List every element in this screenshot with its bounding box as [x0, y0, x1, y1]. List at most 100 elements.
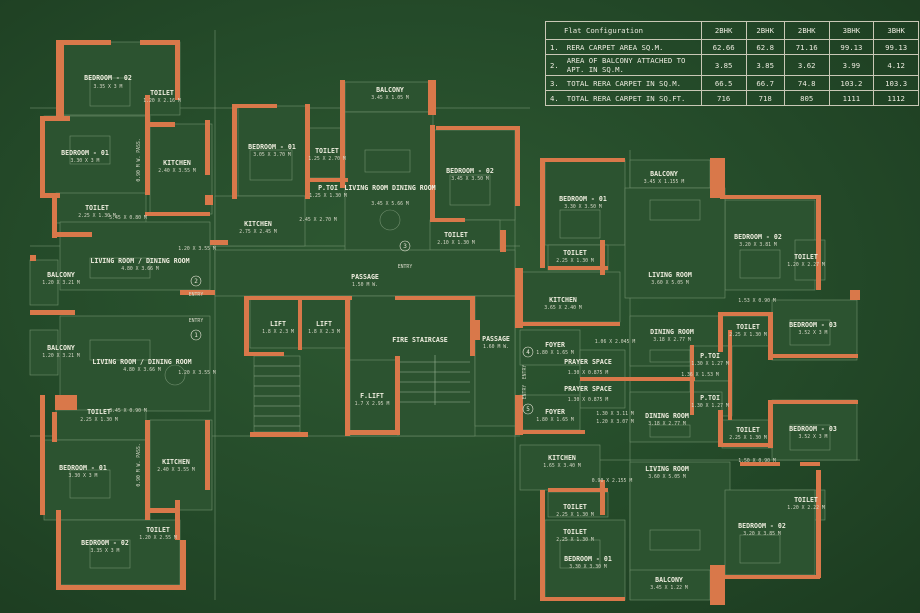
table-header-row: Flat Configuration 2BHK 2BHK 2BHK 3BHK 3… [545, 21, 919, 40]
row-number: 4. [544, 90, 563, 106]
table-cell: 99.13 [828, 39, 875, 55]
unit-marker-circle [522, 346, 534, 358]
room-dim: 2.75 X 2.45 M [239, 229, 277, 235]
unit-marker-number: 4 [526, 349, 530, 356]
room-label: KITCHEN [549, 296, 577, 304]
dimension-label: 1.50 X 0.90 M [738, 458, 776, 464]
dimension-label: 1.20 X 3.55 M [178, 370, 216, 376]
room-dim: 2.25 X 1.30 M [80, 417, 118, 423]
table-cell: 103.2 [828, 75, 875, 91]
room-dim: 1.30 X 1.27 M [691, 361, 729, 367]
room-label: BALCONY [376, 86, 404, 94]
unit-marker-circle [522, 403, 534, 415]
room-label: DINING ROOM [650, 328, 694, 336]
room-label: BEDROOM - 01 [61, 149, 109, 157]
room-dim: 1.65 X 3.40 M [543, 463, 581, 469]
table-header-cell: 2BHK [745, 21, 785, 40]
room-label: BEDROOM - 01 [564, 555, 612, 563]
room-label: LIFT [270, 320, 286, 328]
table-row: 1. RERA CARPET AREA SQ.M. 62.66 62.8 71.… [544, 39, 919, 55]
unit-marker-circle [190, 329, 202, 341]
room-label: DINING ROOM [645, 412, 689, 420]
room-label: BEDROOM - 02 [738, 522, 786, 530]
room-label: P.TOI [700, 352, 720, 360]
room-label: LIVING ROOM DINING ROOM [344, 184, 435, 192]
room-dim: 3.45 X 1.155 M [644, 179, 685, 185]
room-label: PASSAGE [482, 335, 510, 343]
dimension-labels: 5.45 X 0.80 M 1.20 X 3.55 M 3.45 X 0.90 … [109, 138, 776, 486]
room-label: BEDROOM - 03 [789, 425, 837, 433]
table-cell: 99.13 [873, 39, 919, 55]
room-label: KITCHEN [163, 159, 191, 167]
flat-configuration-table: Flat Configuration 2BHK 2BHK 2BHK 3BHK 3… [544, 21, 919, 106]
room-label: BEDROOM - 01 [59, 464, 107, 472]
room-label: FOYER [545, 341, 565, 349]
room-fills [29, 41, 858, 601]
room-label: TOILET [736, 426, 760, 434]
table-header-cell: 3BHK [828, 21, 875, 40]
room-dim: 1.50 M W. [352, 282, 378, 288]
unit-marker-circle [399, 240, 411, 252]
room-label: LIVING ROOM / DINING ROOM [90, 257, 189, 265]
unit-marker-number: 3 [403, 243, 407, 250]
table-cell: 1111 [828, 90, 875, 106]
dimension-label: 5.45 X 0.80 M [109, 215, 147, 221]
table-header-cell: 2BHK [700, 21, 747, 40]
entry-label: ENTRY [522, 385, 528, 400]
room-label: LIVING ROOM [645, 465, 689, 473]
entry-label: ENTRY [398, 264, 413, 270]
row-number: 3. [544, 75, 563, 91]
room-label: TOILET [794, 253, 818, 261]
room-dim: 1.25 X 1.30 M [309, 193, 347, 199]
room-label: TOILET [315, 147, 339, 155]
room-dim: 3.05 X 3.70 M [253, 152, 291, 158]
table-cell: 71.16 [783, 39, 830, 55]
table-header-cell: 2BHK [783, 21, 830, 40]
table-cell: 1112 [873, 90, 919, 106]
table-cell: 62.66 [700, 39, 747, 55]
room-label: TOILET [87, 408, 111, 416]
table-cell: 716 [700, 90, 747, 106]
table-header-cell: 3BHK [873, 21, 919, 40]
room-label: BALCONY [47, 344, 75, 352]
entry-label: ENTRY [189, 292, 204, 298]
room-dim: 2.25 X 1.30 M [78, 213, 116, 219]
table-cell: 4.12 [873, 54, 919, 76]
table-cell: 66.5 [700, 75, 747, 91]
table-cell: 74.8 [783, 75, 830, 91]
table-cell: 3.85 [745, 54, 785, 76]
room-label: TOILET [736, 323, 760, 331]
walls [30, 40, 860, 605]
room-label: P.TOI [700, 394, 720, 402]
room-label: PRAYER SPACE [564, 358, 612, 366]
room-label: BEDROOM - 02 [81, 539, 129, 547]
room-dim: 3.65 X 2.40 M [544, 305, 582, 311]
room-label: FOYER [545, 408, 565, 416]
room-dim: 2.25 X 1.30 M [729, 332, 767, 338]
dimension-label: 0.90 X 2.155 M [592, 478, 633, 484]
room-dim: 1.30 X 1.27 M [691, 403, 729, 409]
room-dim: 3.52 X 3 M [799, 434, 828, 440]
row-label: TOTAL RERA CARPET IN SQ.M. [562, 75, 702, 91]
row-number: 2. [544, 54, 563, 76]
room-dim: 3.45 X 5.66 M [371, 201, 409, 207]
table-cell: 3.85 [700, 54, 747, 76]
room-label: PASSAGE [351, 273, 379, 281]
room-label: FIRE STAIRCASE [392, 336, 448, 344]
room-dim: 1.20 X 2.16 M [143, 98, 181, 104]
room-label: PRAYER SPACE [564, 385, 612, 393]
room-dim: 2.40 X 3.55 M [157, 467, 195, 473]
room-label: BALCONY [47, 271, 75, 279]
dimension-label: 1.53 X 0.90 M [738, 298, 776, 304]
room-label: LIVING ROOM / DINING ROOM [92, 358, 191, 366]
entry-label: ENTRY [189, 318, 204, 324]
room-dim: 2.10 X 1.30 M [437, 240, 475, 246]
room-dim: 3.45 X 1.22 M [650, 585, 688, 591]
room-dim: 1.30 X 0.875 M [568, 397, 609, 403]
room-label: LIFT [316, 320, 332, 328]
room-label: BEDROOM - 01 [248, 143, 296, 151]
dimension-label: 1.20 X 3.55 M [178, 246, 216, 252]
room-label: LIVING ROOM [648, 271, 692, 279]
room-dim: 3.18 X 2.77 M [648, 421, 686, 427]
